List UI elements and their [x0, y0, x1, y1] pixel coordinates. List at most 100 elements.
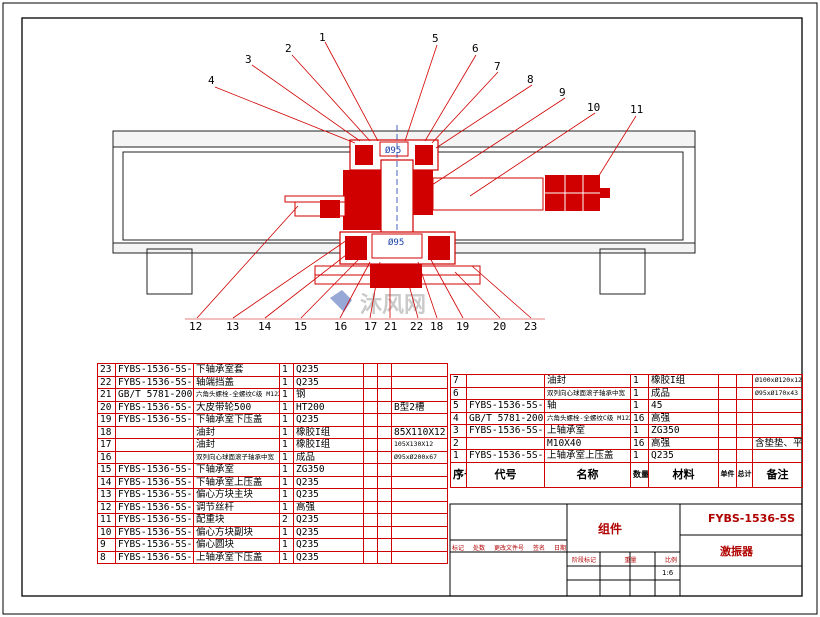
- bom-cell: 10: [97, 525, 116, 539]
- balloon-20: 20: [493, 320, 506, 333]
- balloon-1: 1: [319, 31, 326, 44]
- bom-cell-empty: [377, 388, 392, 402]
- balloon-18: 18: [430, 320, 443, 333]
- title-part-name: 激振器: [720, 545, 753, 558]
- bom-cell-empty: [377, 463, 392, 477]
- bom-cell: Q235: [293, 375, 364, 389]
- bom-cell-empty: [377, 400, 392, 414]
- bom-cell-empty: [736, 374, 753, 388]
- bom-cell: Ø95xØ200x67: [391, 450, 448, 464]
- bom-cell: 1: [630, 386, 649, 400]
- balloon-11: 11: [630, 103, 643, 116]
- balloon-4: 4: [208, 74, 215, 87]
- bom-cell: FYBS-1536-5S-6: [115, 525, 194, 539]
- bom-cell: 双列向心球面滚子轴承中宽: [193, 450, 280, 464]
- bom-cell: FYBS-1536-5S-1: [466, 449, 545, 463]
- bom-cell: 六角头螺栓-全螺纹C级 M12X30: [193, 388, 280, 402]
- bom-cell: 2: [279, 513, 294, 527]
- header-unit: 单件: [720, 470, 735, 478]
- eccentric-blocks: [343, 170, 610, 230]
- bom-cell: 5: [450, 399, 467, 413]
- bom-cell: 15: [97, 463, 116, 477]
- bom-cell-empty: [363, 388, 378, 402]
- bom-cell: FYBS-1536-5S-15: [115, 363, 194, 377]
- bom-cell-empty: [718, 449, 737, 463]
- bom-cell: [391, 363, 448, 377]
- watermark-text: 沐风网: [360, 293, 426, 318]
- bom-cell: FYBS-1536-5S-10: [115, 475, 194, 489]
- title-block-label: 处数: [472, 545, 485, 552]
- bom-cell-empty: [377, 425, 392, 439]
- bom-cell: 1: [279, 375, 294, 389]
- bom-cell-empty: [718, 424, 737, 438]
- bom-cell: 橡胶I组: [293, 425, 364, 439]
- balloon-16: 16: [334, 320, 347, 333]
- bom-cell: 85X110X12: [391, 425, 448, 439]
- bom-cell: FYBS-1536-5S-3: [466, 399, 545, 413]
- balloon-9: 9: [559, 86, 566, 99]
- bom-cell: 下轴承室套: [193, 363, 280, 377]
- bom-cell: [391, 388, 448, 402]
- header-qty: 数量: [630, 461, 649, 488]
- bom-cell: 高强: [648, 411, 719, 425]
- bom-cell: 六角头螺栓-全螺纹C级 M12X50: [544, 411, 631, 425]
- bom-cell: [391, 550, 448, 564]
- bom-cell: 含垫垫、平垫: [752, 436, 803, 450]
- bom-cell: 1: [630, 424, 649, 438]
- bom-cell: Q235: [293, 413, 364, 427]
- bom-cell-empty: [377, 450, 392, 464]
- title-scale: 1:6: [662, 569, 674, 577]
- bom-cell-empty: [736, 449, 753, 463]
- upper-bore-dimension: Ø95: [385, 145, 401, 156]
- header-code: 代号: [466, 461, 545, 488]
- bom-cell: 上轴承室: [544, 424, 631, 438]
- bom-cell: [752, 399, 803, 413]
- bom-cell-empty: [377, 363, 392, 377]
- bom-cell: 下轴承室上压盖: [193, 475, 280, 489]
- bom-cell: 1: [279, 463, 294, 477]
- bom-cell-empty: [718, 436, 737, 450]
- bom-cell: 105X130X12: [391, 438, 448, 452]
- bom-cell: Ø95xØ170x43: [752, 386, 803, 400]
- balloon-14: 14: [258, 320, 272, 333]
- bom-cell: FYBS-1536-5S-13: [115, 400, 194, 414]
- bom-cell: 上轴承室上压盖: [544, 449, 631, 463]
- bom-cell: FYBS-1536-5S-12: [115, 413, 194, 427]
- bom-cell: 16: [97, 450, 116, 464]
- balloon-7: 7: [494, 60, 501, 73]
- bom-cell: 高强: [648, 436, 719, 450]
- header-seq: 序号: [450, 461, 467, 488]
- bom-cell: [391, 475, 448, 489]
- bom-cell-empty: [718, 399, 737, 413]
- adjusting-screw: [284, 195, 346, 218]
- bom-cell: 1: [279, 363, 294, 377]
- bom-cell: 4: [450, 411, 467, 425]
- bom-cell-empty: [718, 411, 737, 425]
- bom-cell: 7: [450, 374, 467, 388]
- bom-cell: 1: [279, 488, 294, 502]
- bom-cell: 橡胶I组: [293, 438, 364, 452]
- bom-cell: 18: [97, 425, 116, 439]
- bom-cell-empty: [363, 375, 378, 389]
- bom-cell: [391, 488, 448, 502]
- bom-cell: [391, 538, 448, 552]
- bom-cell: 21: [97, 388, 116, 402]
- bom-cell: 1: [279, 550, 294, 564]
- balloon-10: 10: [587, 101, 600, 114]
- bom-cell: [752, 411, 803, 425]
- title-assembly: 组件: [598, 522, 623, 536]
- bom-cell-empty: [363, 363, 378, 377]
- bom-cell: 油封: [544, 374, 631, 388]
- bom-cell-empty: [377, 475, 392, 489]
